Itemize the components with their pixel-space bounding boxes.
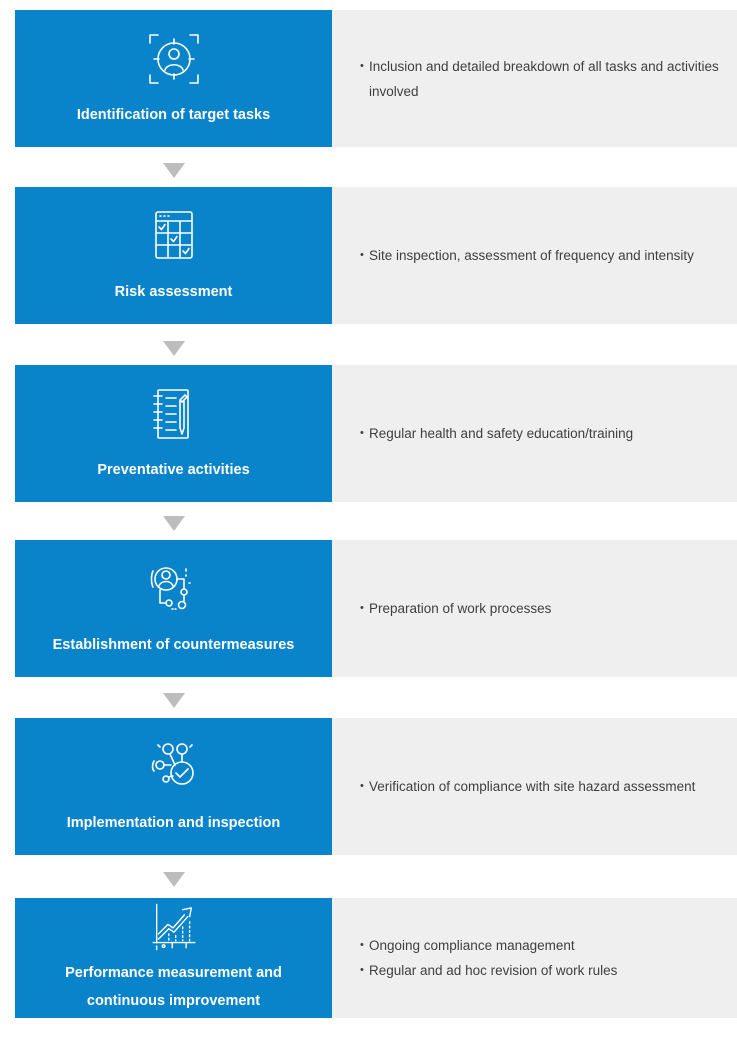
- network-check-icon: [151, 742, 194, 785]
- detail-item: Inclusion and detailed breakdown of all …: [360, 54, 731, 104]
- notebook-pen-icon: [152, 388, 189, 439]
- step-title-box: Preventative activities: [15, 365, 332, 502]
- step-risk-assessment: Risk assessment Site inspection, assessm…: [15, 187, 737, 324]
- step-title: Performance measurement and continuous i…: [65, 965, 282, 1009]
- detail-item: Regular and ad hoc revision of work rule…: [360, 958, 731, 983]
- down-arrow-icon: [163, 872, 185, 887]
- step-title-box: Implementation and inspection: [15, 718, 332, 855]
- growth-chart-icon: [152, 903, 195, 951]
- step-details: Site inspection, assessment of frequency…: [332, 187, 737, 324]
- step-implementation: Implementation and inspection Verificati…: [15, 718, 737, 855]
- step-title: Implementation and inspection: [66, 814, 281, 831]
- step-title: Establishment of countermeasures: [52, 636, 295, 653]
- step-title-box: Establishment of countermeasures: [15, 540, 332, 677]
- step-title-box: Identification of target tasks: [15, 10, 332, 147]
- checklist-table-icon: [154, 210, 193, 259]
- step-performance: Performance measurement and continuous i…: [15, 898, 737, 1018]
- step-title: Risk assessment: [114, 283, 233, 300]
- detail-item: Regular health and safety education/trai…: [360, 421, 731, 446]
- person-network-icon: [150, 566, 191, 610]
- step-preventative: Preventative activities Regular health a…: [15, 365, 737, 502]
- detail-item: Preparation of work processes: [360, 596, 731, 621]
- step-title: Identification of target tasks: [76, 106, 271, 123]
- step-identification: Identification of target tasks Inclusion…: [15, 10, 737, 147]
- step-details: Preparation of work processes: [332, 540, 737, 677]
- step-countermeasures: Establishment of countermeasures Prepara…: [15, 540, 737, 677]
- step-details: Ongoing compliance management Regular an…: [332, 898, 737, 1018]
- step-title-box: Risk assessment: [15, 187, 332, 324]
- down-arrow-icon: [163, 341, 185, 356]
- detail-item: Site inspection, assessment of frequency…: [360, 243, 731, 268]
- detail-item: Ongoing compliance management: [360, 933, 731, 958]
- detail-item: Verification of compliance with site haz…: [360, 774, 731, 799]
- step-details: Regular health and safety education/trai…: [332, 365, 737, 502]
- down-arrow-icon: [163, 693, 185, 708]
- step-title: Preventative activities: [97, 461, 250, 478]
- down-arrow-icon: [163, 516, 185, 531]
- step-details: Inclusion and detailed breakdown of all …: [332, 10, 737, 147]
- target-person-icon: [148, 33, 199, 84]
- down-arrow-icon: [163, 163, 185, 178]
- step-title-box: Performance measurement and continuous i…: [15, 898, 332, 1018]
- step-details: Verification of compliance with site haz…: [332, 718, 737, 855]
